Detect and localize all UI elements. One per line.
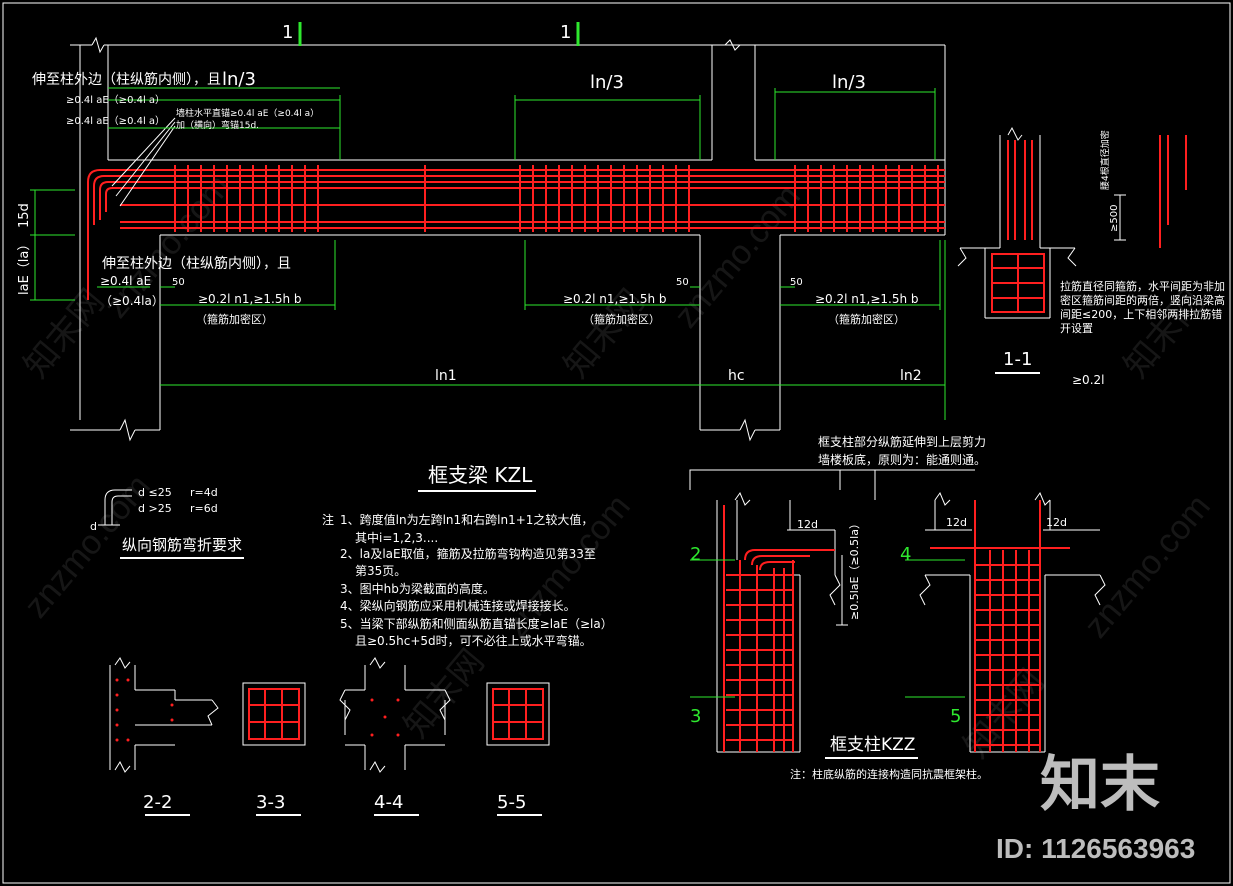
beam-rebar-cage: [87, 165, 945, 300]
watermark-text: 知末网: [397, 643, 492, 746]
section-1-1-ge02l: ≥0.2l: [1072, 373, 1104, 387]
column-section-lines: [690, 559, 965, 698]
ln3-mid-label: ln/3: [590, 72, 624, 93]
column-12d-right-b: 12d: [1046, 516, 1067, 529]
section-2-2-rebar: [115, 678, 174, 742]
section-1-1-rebar: [991, 135, 1187, 313]
note-1: 1、跨度值ln为左跨ln1和右跨ln1+1之较大值，: [340, 512, 593, 527]
watermark-text: 知末网: [957, 663, 1052, 766]
section-1-1-note-4: 开设置: [1060, 322, 1093, 335]
section-4-4-drawing: [339, 657, 451, 773]
section-1-1-note-1: 拉筋直径同箍筋，水平间距为非加: [1060, 279, 1225, 293]
bend-detail: [98, 489, 132, 526]
column-right-rebar: [930, 500, 1070, 752]
section-5-5-drawing: [486, 682, 550, 746]
beam-dimensions: [30, 87, 946, 420]
bend-r4d: r=4d: [190, 486, 218, 499]
dense-label-mid: （箍筋加密区）: [583, 312, 660, 326]
column-mark-2: 2: [690, 544, 701, 565]
note-3: 3、图中hb为梁截面的高度。: [340, 581, 495, 596]
section-2-2-label: 2-2: [143, 792, 172, 813]
bottom-anchor-la: （≥0.4la）: [100, 294, 164, 308]
beam-outline: [70, 36, 946, 442]
dense-zone-left: ≥0.2l n1,≥1.5h b: [198, 292, 302, 306]
column-title: 框支柱KZZ: [830, 735, 915, 755]
vertical-15d: 15d: [17, 203, 32, 228]
note-1b: 其中i=1,2,3....: [355, 530, 438, 545]
callout-line-1: 墙柱水平直锚≥0.4l aE（≥0.4l a）: [176, 107, 319, 119]
dense-label-right: （箍筋加密区）: [828, 312, 905, 326]
bend-r6d: r=6d: [190, 502, 218, 515]
span-hc-label: hc: [728, 368, 745, 384]
column-leaders: [689, 469, 975, 500]
span-ln1-label: ln1: [435, 368, 457, 384]
section-1-1-label: 1-1: [1003, 349, 1032, 370]
watermark-text: znzmo.com: [1077, 488, 1218, 646]
ln3-left-label: ln/3: [222, 69, 256, 90]
column-12d-left: 12d: [797, 518, 818, 531]
ln3-right-label: ln/3: [832, 72, 866, 93]
section-5-5-label: 5-5: [497, 792, 526, 813]
section-3-3-drawing: [242, 682, 306, 746]
column-top-note-1: 框支柱部分纵筋延伸到上层剪力: [818, 434, 986, 449]
column-footnote: 注：柱底纵筋的连接构造同抗震框架柱。: [790, 767, 988, 781]
section-1-1-outline: [957, 126, 1077, 319]
note-2b: 第35页。: [355, 564, 406, 578]
notes-prefix: 注: [322, 512, 334, 527]
callout-leaders: [111, 117, 176, 207]
bend-d-le25: d ≤25: [138, 486, 172, 499]
section-1-1-note-2: 密区箍筋间距的两倍，竖向沿梁高: [1060, 293, 1225, 307]
callout-line-2: 加（横向）弯锚15d.: [176, 119, 259, 131]
section-4-4-label: 4-4: [374, 792, 403, 813]
note-5: 5、当梁下部纵筋和侧面纵筋直锚长度≥laE（≥la）: [340, 616, 613, 631]
watermark-text: 知末网: [17, 283, 112, 386]
note-4: 4、梁纵向钢筋应采用机械连接或焊接接长。: [340, 598, 576, 613]
bend-title: 纵向钢筋弯折要求: [122, 536, 242, 554]
section-1-1-side-note: 腰4根直径加密: [1099, 130, 1111, 190]
note-5b: 且≥0.5hc+5d时，可不必往上或水平弯锚。: [355, 633, 592, 648]
top-anchor-lae-2: ≥0.4l aE（≥0.4l a）: [66, 115, 165, 127]
column-mark-5: 5: [950, 706, 961, 727]
column-left-rebar: [723, 505, 835, 752]
section-cut-marks: [298, 22, 580, 46]
dim-50-left: 50: [172, 277, 185, 288]
span-ln2-label: ln2: [900, 368, 922, 384]
section-1-1-note-3: 间距≤200，上下相邻两排拉筋错: [1060, 307, 1222, 321]
top-anchor-note: 伸至柱外边（柱纵筋内侧），且: [32, 71, 221, 88]
section-4-4-rebar: [370, 698, 400, 737]
column-top-note-2: 墙楼板底，原则为：能通则通。: [818, 452, 986, 467]
dim-50-right: 50: [790, 277, 803, 288]
column-dims: [787, 529, 1075, 626]
dim-50-mid: 50: [676, 277, 689, 288]
beam-title: 框支梁 KZL: [428, 463, 533, 487]
top-anchor-lae-1: ≥0.4l aE（≥0.4l a）: [66, 94, 165, 106]
section-1-1-ge500: ≥500: [1109, 205, 1120, 232]
column-12d-right-a: 12d: [946, 516, 967, 529]
bottom-anchor-lae: ≥0.4l aE: [100, 274, 151, 288]
bend-d-gt25: d >25: [138, 502, 172, 515]
dense-zone-mid: ≥0.2l n1,≥1.5h b: [563, 292, 667, 306]
note-2: 2、la及laE取值，箍筋及拉筋弯钩构造见第33至: [340, 546, 596, 561]
watermark-id: ID: 1126563963: [996, 833, 1195, 864]
bend-d: d: [90, 520, 97, 533]
dense-zone-right: ≥0.2l n1,≥1.5h b: [815, 292, 919, 306]
bottom-anchor-note: 伸至柱外边（柱纵筋内侧），且: [102, 255, 291, 272]
section-mark-1b: 1: [560, 22, 571, 43]
section-mark-1a: 1: [282, 22, 293, 43]
column-left-outline: [716, 491, 841, 753]
section-2-2-drawing: [109, 657, 219, 773]
vertical-lae: laE（la）: [17, 238, 32, 295]
column-mark-4: 4: [900, 544, 911, 565]
dense-label-left: （箍筋加密区）: [196, 312, 273, 326]
column-lae-vertical: ≥0.5laE（≥0.5la）: [848, 518, 861, 620]
watermark-logo: 知末: [1040, 751, 1160, 818]
column-mark-3: 3: [690, 706, 701, 727]
section-1-1-dims: [1114, 194, 1126, 241]
section-3-3-label: 3-3: [256, 792, 285, 813]
